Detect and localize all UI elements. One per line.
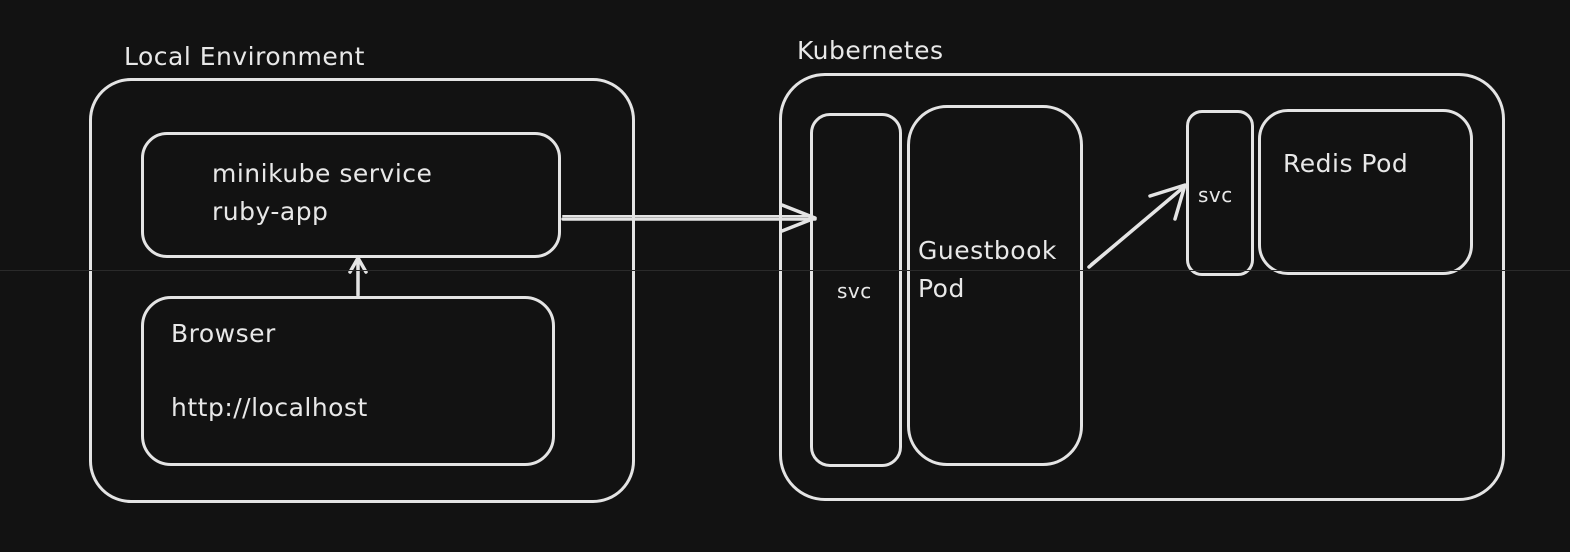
redis-pod-node <box>1258 109 1473 275</box>
edge-guestbook-to-redis-svc <box>1087 183 1187 269</box>
image-seam-line <box>0 270 1570 271</box>
browser-url: http://localhost <box>171 393 368 422</box>
guestbook-pod-node <box>907 105 1083 466</box>
guestbook-label: Guestbook <box>918 236 1057 265</box>
edge-browser-to-minikube <box>348 256 368 297</box>
svc-redis-node <box>1186 110 1254 276</box>
ruby-app-label: ruby-app <box>212 197 329 226</box>
kubernetes-title: Kubernetes <box>797 36 944 65</box>
local-environment-group <box>89 78 635 503</box>
edge-minikube-to-svc <box>561 203 817 233</box>
minikube-service-label: minikube service <box>212 159 433 188</box>
browser-title: Browser <box>171 319 276 348</box>
minikube-service-node <box>141 132 561 258</box>
svc-redis-label: svc <box>1198 183 1233 207</box>
redis-pod-label: Redis Pod <box>1283 149 1409 178</box>
svc-main-label: svc <box>837 279 872 303</box>
pod-label: Pod <box>918 274 965 303</box>
local-environment-title: Local Environment <box>124 42 365 71</box>
kubernetes-group <box>779 73 1505 501</box>
svc-main-node <box>810 113 902 467</box>
browser-node <box>141 296 555 466</box>
